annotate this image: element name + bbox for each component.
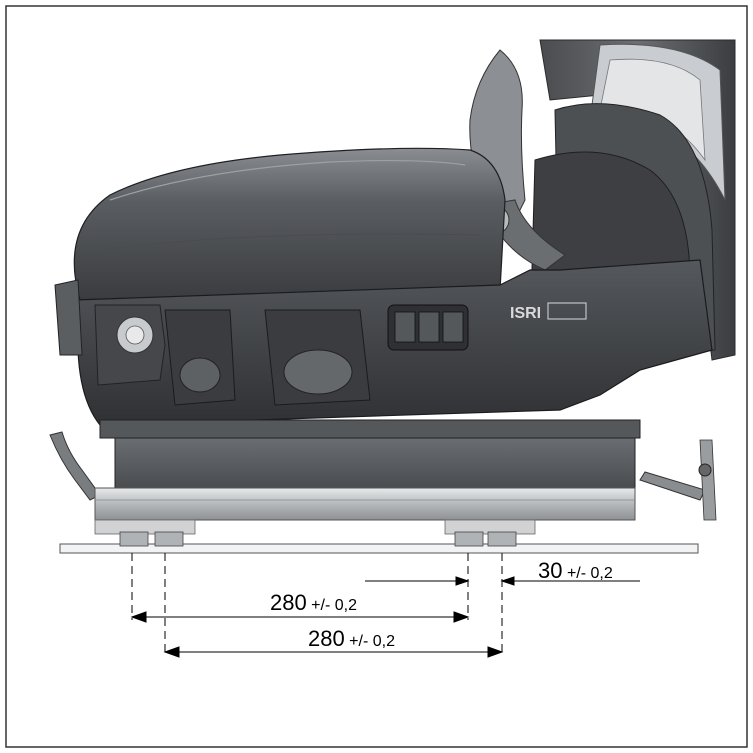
dimension-front-label: 280 +/- 0,2 [270,590,357,616]
mounting-plate [59,543,699,554]
dimension-offset-tolerance: +/- 0,2 [566,565,613,582]
dimension-lines [130,553,640,658]
seat-side-panel: ISRI [54,259,713,426]
seat-base [49,419,717,521]
slide-rail [94,487,636,535]
lever-handle-small [179,357,221,393]
dimension-front-value: 280 [270,590,307,615]
brand-logo: ISRI [510,305,541,322]
dimension-front-tolerance: +/- 0,2 [311,597,357,614]
dimension-rear-tolerance: +/- 0,2 [349,633,395,650]
seat-cushion [73,147,506,301]
dimension-rear-label: 280 +/- 0,2 [308,626,395,652]
dimension-offset-label: 30 +/- 0,2 [538,558,613,584]
dimension-offset-value: 30 [538,558,563,583]
dimension-rear-value: 280 [308,626,345,651]
lever-handle-large [283,349,353,395]
mounting-feet [119,531,517,547]
